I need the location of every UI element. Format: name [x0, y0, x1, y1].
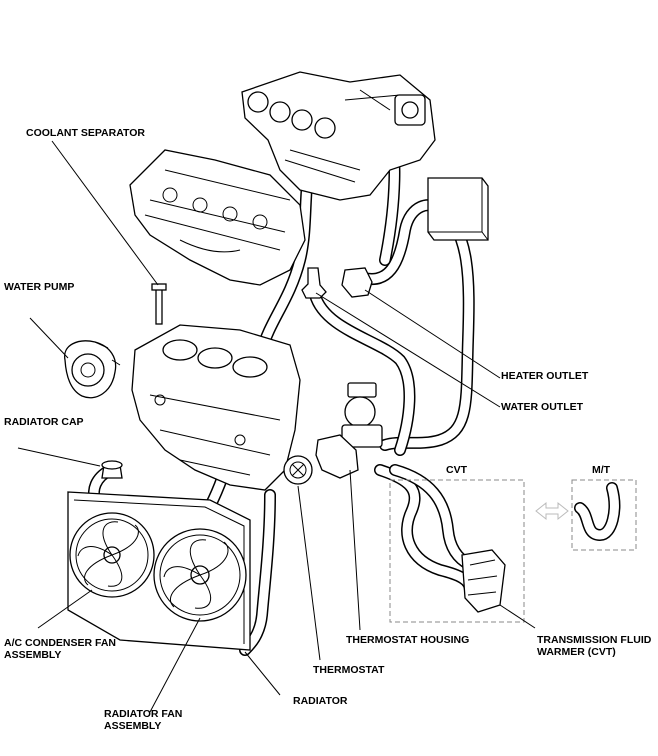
heater-outlet-part — [341, 267, 373, 298]
thermostat-housing-part — [315, 434, 359, 479]
transmission-fluid-warmer-label: TRANSMISSION FLUID WARMER (CVT) — [537, 634, 652, 658]
leader-lines — [17, 140, 536, 713]
radiator-cap-label: RADIATOR CAP — [4, 416, 84, 428]
engine-block — [131, 324, 301, 491]
intake-manifold — [241, 71, 436, 201]
ac-condenser-fan-label: A/C CONDENSER FAN ASSEMBLY — [4, 637, 117, 661]
radiator-fan-label: RADIATOR FAN ASSEMBLY — [104, 708, 183, 732]
thermostat-housing-label: THERMOSTAT HOUSING — [346, 634, 470, 646]
water-pump-part — [64, 340, 121, 399]
mt-label: M/T — [592, 464, 611, 476]
thermostat-label: THERMOSTAT — [313, 664, 385, 676]
radiator-cap-part — [101, 460, 123, 479]
mt-group — [571, 479, 637, 551]
cylinder-head — [129, 149, 306, 286]
coolant-separator-part — [151, 283, 167, 325]
radiator-part — [67, 491, 251, 651]
coolant-separator-label: COOLANT SEPARATOR — [26, 127, 146, 139]
heater-unit — [427, 177, 489, 241]
water-outlet-label: WATER OUTLET — [501, 401, 584, 413]
thermostat-part — [283, 455, 313, 485]
cvt-group — [389, 479, 525, 623]
cvt-label: CVT — [446, 464, 467, 476]
valve-assembly — [341, 382, 383, 448]
cvt-mt-double-arrow — [535, 501, 569, 521]
heater-outlet-label: HEATER OUTLET — [501, 370, 589, 382]
water-pump-label: WATER PUMP — [4, 281, 75, 293]
water-outlet-part — [301, 267, 327, 299]
radiator-label: RADIATOR — [293, 695, 348, 707]
